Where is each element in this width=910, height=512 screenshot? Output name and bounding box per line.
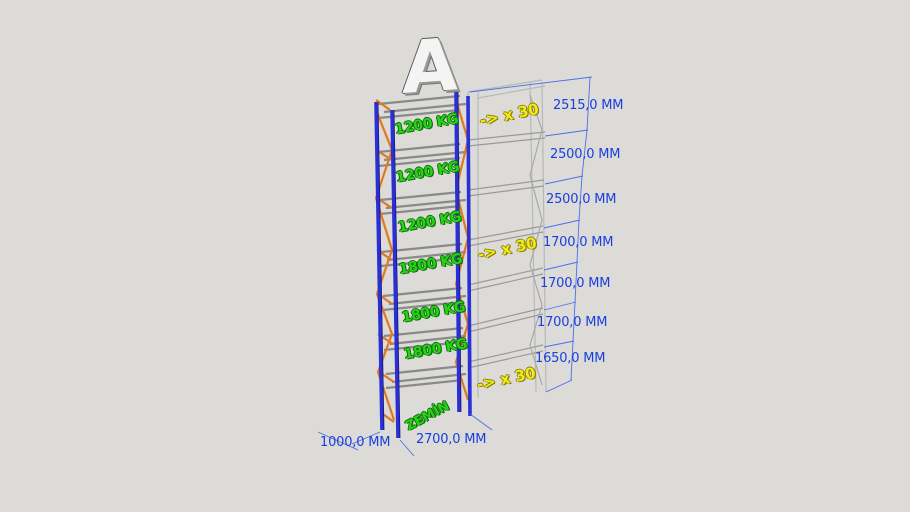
depth-dimension-label: 1000,0 MM bbox=[320, 435, 391, 450]
dimension-lines bbox=[317, 76, 593, 457]
rack-letter-label: A bbox=[402, 22, 458, 110]
height-dimension-label: 1700,0 MM bbox=[540, 276, 611, 291]
height-dimension-label: 2500,0 MM bbox=[546, 192, 617, 207]
height-dimension-label: 2500,0 MM bbox=[550, 147, 621, 162]
ghost-rack bbox=[467, 79, 547, 400]
height-dimension-label: 2515,0 MM bbox=[553, 98, 624, 113]
uprights bbox=[374, 91, 472, 439]
width-dimension-label: 2700,0 MM bbox=[416, 432, 487, 447]
height-dimension-label: 1700,0 MM bbox=[537, 315, 608, 330]
height-dimension-label: 1700,0 MM bbox=[543, 235, 614, 250]
height-dimension-label: 1650,0 MM bbox=[535, 351, 606, 366]
